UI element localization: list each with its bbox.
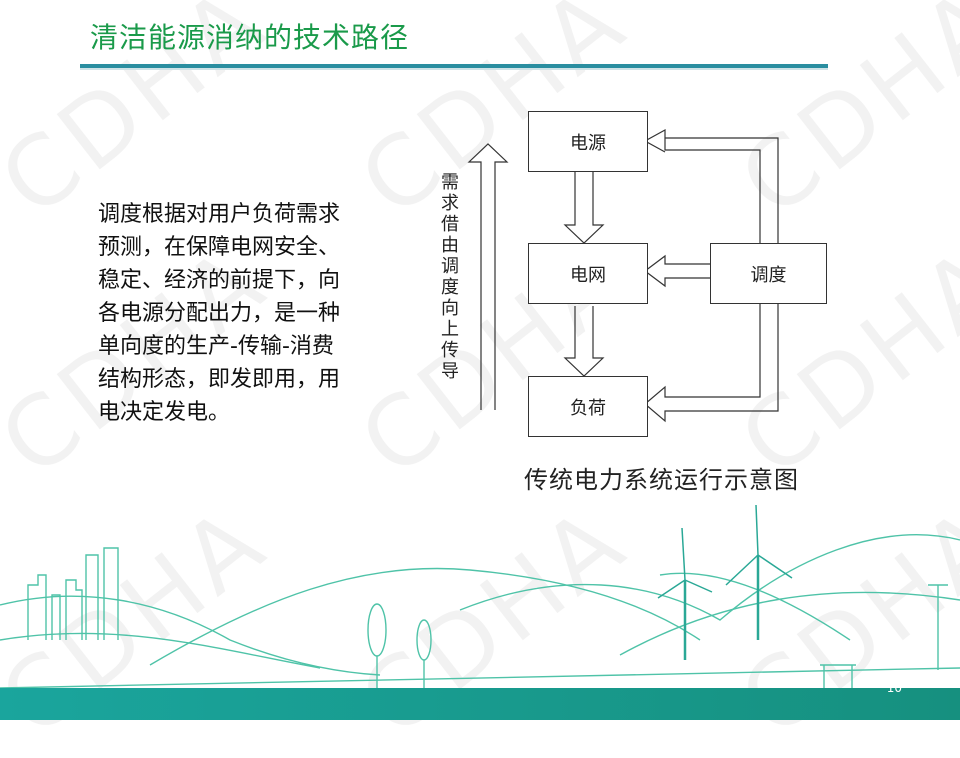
wind-turbines [657, 504, 793, 660]
vertical-char: 求 [441, 193, 459, 214]
body-line: 稳定、经济的前提下，向 [98, 268, 341, 293]
vertical-label: 需 求 借 由 调 度 向 上 传 导 [438, 172, 462, 382]
body-line: 电决定发电。 [98, 400, 231, 425]
body-paragraph: 调度根据对用户负荷需求 预测，在保障电网安全、 稳定、经济的前提下，向 各电源分… [98, 198, 398, 429]
down-arrow-grid-load [563, 306, 605, 377]
slide-title: 清洁能源消纳的技术路径 [90, 21, 410, 54]
arrow-dispatch-source [643, 128, 779, 243]
vertical-char: 度 [441, 277, 459, 298]
vertical-char: 调 [441, 256, 459, 277]
box-load: 负荷 [528, 376, 648, 437]
vertical-char: 由 [441, 235, 459, 256]
arrow-dispatch-load [644, 303, 779, 423]
title-rule [80, 64, 828, 68]
box-power-source: 电源 [528, 111, 648, 172]
body-line: 预测，在保障电网安全、 [98, 235, 341, 260]
vertical-char: 导 [441, 361, 459, 382]
vertical-char: 上 [441, 319, 459, 340]
body-line: 调度根据对用户负荷需求 [98, 202, 341, 227]
diagram-caption: 传统电力系统运行示意图 [524, 466, 799, 494]
turbine-blades [657, 527, 713, 599]
arrow-dispatch-grid [644, 254, 710, 288]
landscape-illustration [0, 534, 960, 690]
title-rule-shadow [80, 68, 828, 70]
bottom-bar [0, 688, 960, 720]
vertical-char: 需 [441, 172, 459, 193]
box-dispatch: 调度 [710, 243, 827, 304]
body-line: 结构形态，即发即用，用 [98, 367, 341, 392]
box-grid: 电网 [528, 243, 648, 304]
body-line: 单向度的生产-传输-消费 [98, 334, 334, 359]
body-line: 各电源分配出力，是一种 [98, 301, 341, 326]
page-number: 10 [886, 681, 902, 695]
slide-graphics [0, 128, 960, 720]
vertical-char: 向 [441, 298, 459, 319]
upward-arrow [467, 143, 509, 410]
vertical-char: 借 [441, 214, 459, 235]
vertical-char: 传 [441, 340, 459, 361]
turbine-blades [725, 504, 793, 586]
down-arrow-source-grid [563, 172, 605, 244]
